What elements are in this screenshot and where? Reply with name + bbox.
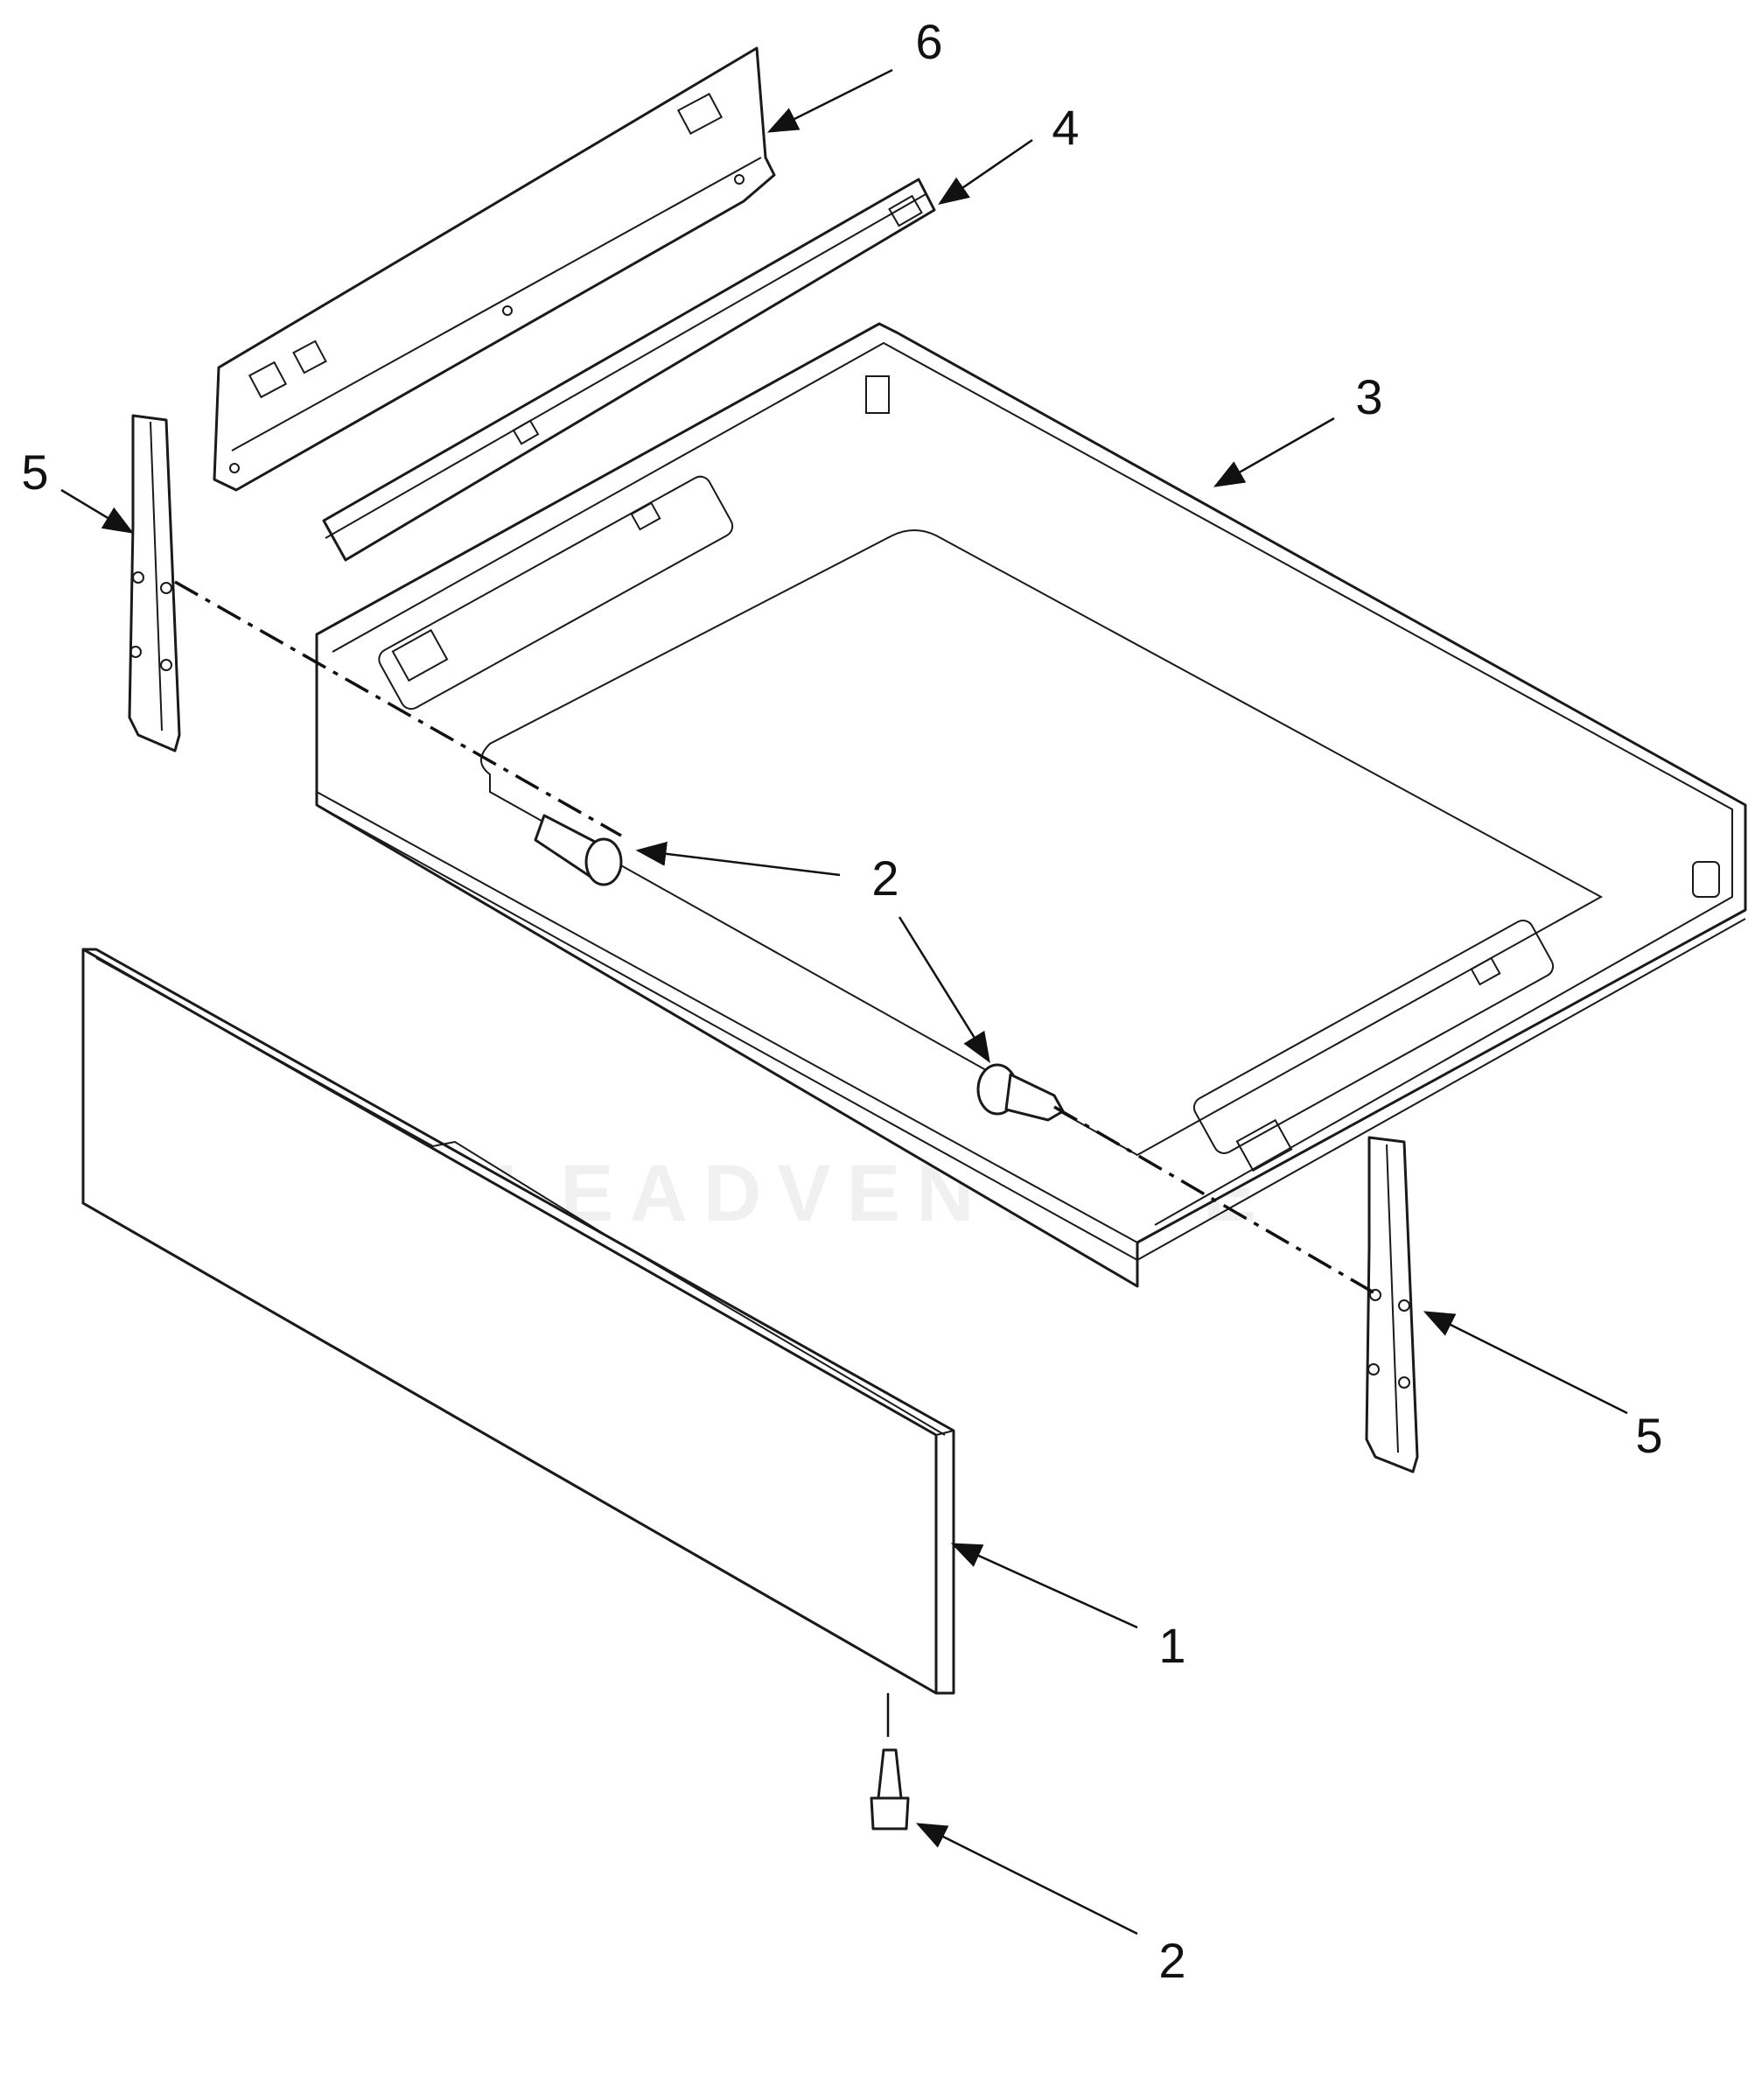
screw-left <box>534 814 623 886</box>
screw-bottom <box>870 1693 910 1830</box>
callout-4: 4 <box>1052 100 1079 155</box>
callout-labels: 6 4 3 5 2 5 1 2 <box>21 14 1662 1988</box>
drawer-slide-rail <box>322 178 936 562</box>
callout-1: 1 <box>1158 1618 1185 1673</box>
right-support-bracket <box>1365 1136 1419 1474</box>
callout-5-right: 5 <box>1635 1408 1662 1463</box>
callout-6: 6 <box>915 14 942 69</box>
rear-bracket-panel <box>213 46 776 492</box>
assembly-lines <box>174 580 1379 1297</box>
screw-center <box>976 1063 1065 1122</box>
callout-3: 3 <box>1355 369 1382 424</box>
left-support-bracket <box>128 414 181 752</box>
drawer-front-panel <box>81 948 955 1695</box>
callout-2-upper: 2 <box>871 850 898 906</box>
leader-arrows <box>60 68 1628 1936</box>
callout-2-lower: 2 <box>1158 1933 1185 1988</box>
drawer-body <box>315 322 1747 1288</box>
callout-5-left: 5 <box>21 444 48 500</box>
